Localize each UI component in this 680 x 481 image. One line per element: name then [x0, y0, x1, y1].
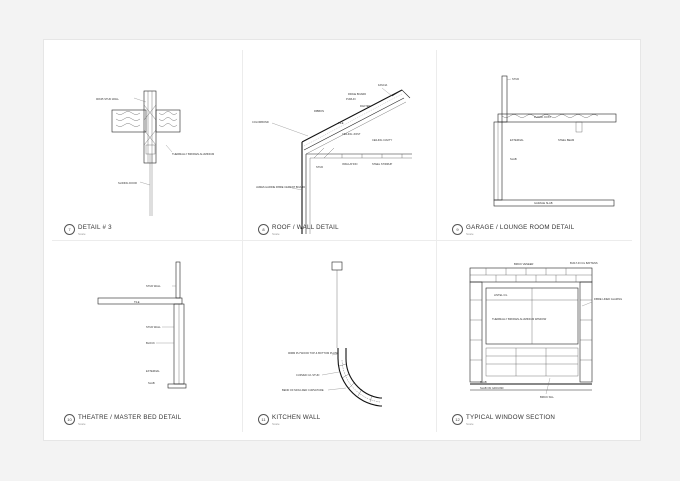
detail-scale: Scale [78, 422, 86, 426]
detail-12-label-lintel: LINTEL C/L [494, 293, 508, 297]
detail-11-label-curvature: BEND OF MOULDED CURVATURE [282, 388, 324, 392]
detail-7-label-stud-wall: 90X45 STUD WALL [96, 97, 120, 101]
drawing-sheet: 90X45 STUD WALL THERMALLY BROKEN ALUMINI… [44, 40, 640, 440]
detail-8-drawing: FASCIA RIDGE BOARD RAFTER COLORBOND TILE… [252, 83, 412, 234]
detail-scale: Scale [272, 232, 280, 236]
detail-9-label-steel-beam: STEEL BEAM [558, 138, 574, 142]
detail-scale: Scale [272, 422, 280, 426]
detail-number-badge: 10 [64, 414, 75, 425]
detail-12-label-brick-sill: BRICK SILL [540, 395, 555, 399]
sheet-grid-line [436, 50, 437, 432]
detail-8-label-fascia: FASCIA [378, 83, 387, 87]
detail-title: DETAIL # 3 [78, 224, 112, 231]
detail-number-badge: 7 [64, 224, 75, 235]
detail-9-label-floor-joist: FLOOR JOIST [534, 115, 551, 119]
detail-9-label-stud: STUD [512, 77, 519, 81]
detail-12-label-window: THERMALLY BROKEN ALUMINIUM WINDOW [492, 317, 547, 321]
detail-11-label-curved-stud: CURVED C/L STUD [296, 373, 319, 377]
detail-7-label-sliding-door: SLIDING DOOR [118, 181, 137, 185]
detail-8-label-steel-stirrup: STEEL STIRRUP [372, 162, 392, 166]
detail-12-label-slab: SLAB [480, 380, 487, 384]
detail-10-label-stud-wall: STUD WALL [146, 325, 161, 329]
detail-8-label-colorbond: COLORBOND [252, 120, 269, 124]
detail-8-label-fibre-cement: JAMES HARDIE FIBRE CEMENT BOARD [256, 185, 305, 189]
detail-number-badge: 11 [258, 414, 269, 425]
detail-10-panel[interactable]: STUD WALL TILE STUD WALL BLOCK EXTERNAL … [48, 240, 242, 430]
detail-8-label-rafter: RAFTER [360, 104, 371, 108]
detail-8-label-purlin: PURLIN [346, 97, 356, 101]
detail-12-drawing: BRICK VENEER BUILT-IN C/L BATTENS LINTEL… [469, 261, 622, 399]
detail-12-label-glazing: FIBRE LINED GLAZING [594, 297, 622, 301]
detail-12-label-brick-veneer: BRICK VENEER [514, 262, 533, 266]
detail-9-panel[interactable]: STUD FLOOR JOIST EXTERNAL STEEL BEAM SLA… [436, 50, 630, 240]
detail-8-label-ridge-board: RIDGE BOARD [348, 92, 366, 96]
detail-8-label-insulation: INSULATION [342, 162, 357, 166]
detail-scale: Scale [466, 422, 474, 426]
detail-10-label-tile: TILE [134, 300, 140, 304]
detail-12-label-battens: BUILT-IN C/L BATTENS [570, 261, 598, 265]
detail-10-label-stud-wall-top: STUD WALL [146, 284, 161, 288]
detail-12-panel[interactable]: BRICK VENEER BUILT-IN C/L BATTENS LINTEL… [436, 240, 630, 430]
detail-9-drawing: STUD FLOOR JOIST EXTERNAL STEEL BEAM SLA… [493, 75, 617, 207]
detail-10-label-external: EXTERNAL [146, 369, 160, 373]
detail-scale: Scale [78, 232, 86, 236]
detail-10-label-slab: SLAB [148, 381, 155, 385]
detail-9-label-garage-slab: GARAGE SLAB [534, 201, 553, 205]
detail-7-drawing: 90X45 STUD WALL THERMALLY BROKEN ALUMINI… [96, 90, 214, 216]
detail-title: ROOF / WALL DETAIL [272, 224, 339, 231]
detail-7-label-window: THERMALLY BROKEN ALUMINIUM [172, 152, 214, 156]
detail-11-panel[interactable]: 90MM PLYWOOD TOP & BOTTOM PLATE CURVED C… [242, 240, 436, 430]
detail-9-label-slab: SLAB [510, 157, 517, 161]
detail-number-badge: 9 [452, 224, 463, 235]
detail-10-drawing: STUD WALL TILE STUD WALL BLOCK EXTERNAL … [97, 261, 187, 389]
detail-title: THEATRE / MASTER BED DETAIL [78, 414, 182, 421]
detail-8-label-tile: TILE [338, 121, 344, 125]
detail-title: KITCHEN WALL [272, 414, 321, 421]
detail-10-label-block: BLOCK [146, 341, 155, 345]
detail-number-badge: 8 [258, 224, 269, 235]
detail-8-label-ribbon: RIBBON [314, 109, 324, 113]
detail-number-badge: 12 [452, 414, 463, 425]
detail-scale: Scale [466, 232, 474, 236]
detail-8-label-ceiling-joist: CEILING JOIST [342, 132, 361, 136]
sheet-grid-line [52, 240, 632, 241]
detail-title: TYPICAL WINDOW SECTION [466, 414, 556, 421]
detail-8-panel[interactable]: FASCIA RIDGE BOARD RAFTER COLORBOND TILE… [242, 50, 436, 240]
sheet-grid-line [242, 50, 243, 432]
detail-8-label-ceiling-cavity: CEILING CAVITY [372, 138, 393, 142]
detail-9-label-external: EXTERNAL [510, 138, 524, 142]
detail-8-label-stud: STUD [316, 165, 323, 169]
detail-11-label-plate: 90MM PLYWOOD TOP & BOTTOM PLATE [288, 351, 338, 355]
detail-title: GARAGE / LOUNGE ROOM DETAIL [466, 224, 575, 231]
detail-11-drawing: 90MM PLYWOOD TOP & BOTTOM PLATE CURVED C… [282, 261, 382, 407]
detail-7-panel[interactable]: 90X45 STUD WALL THERMALLY BROKEN ALUMINI… [48, 50, 242, 240]
detail-12-label-slab-on-ground: SLAB ON GROUND [480, 386, 504, 390]
